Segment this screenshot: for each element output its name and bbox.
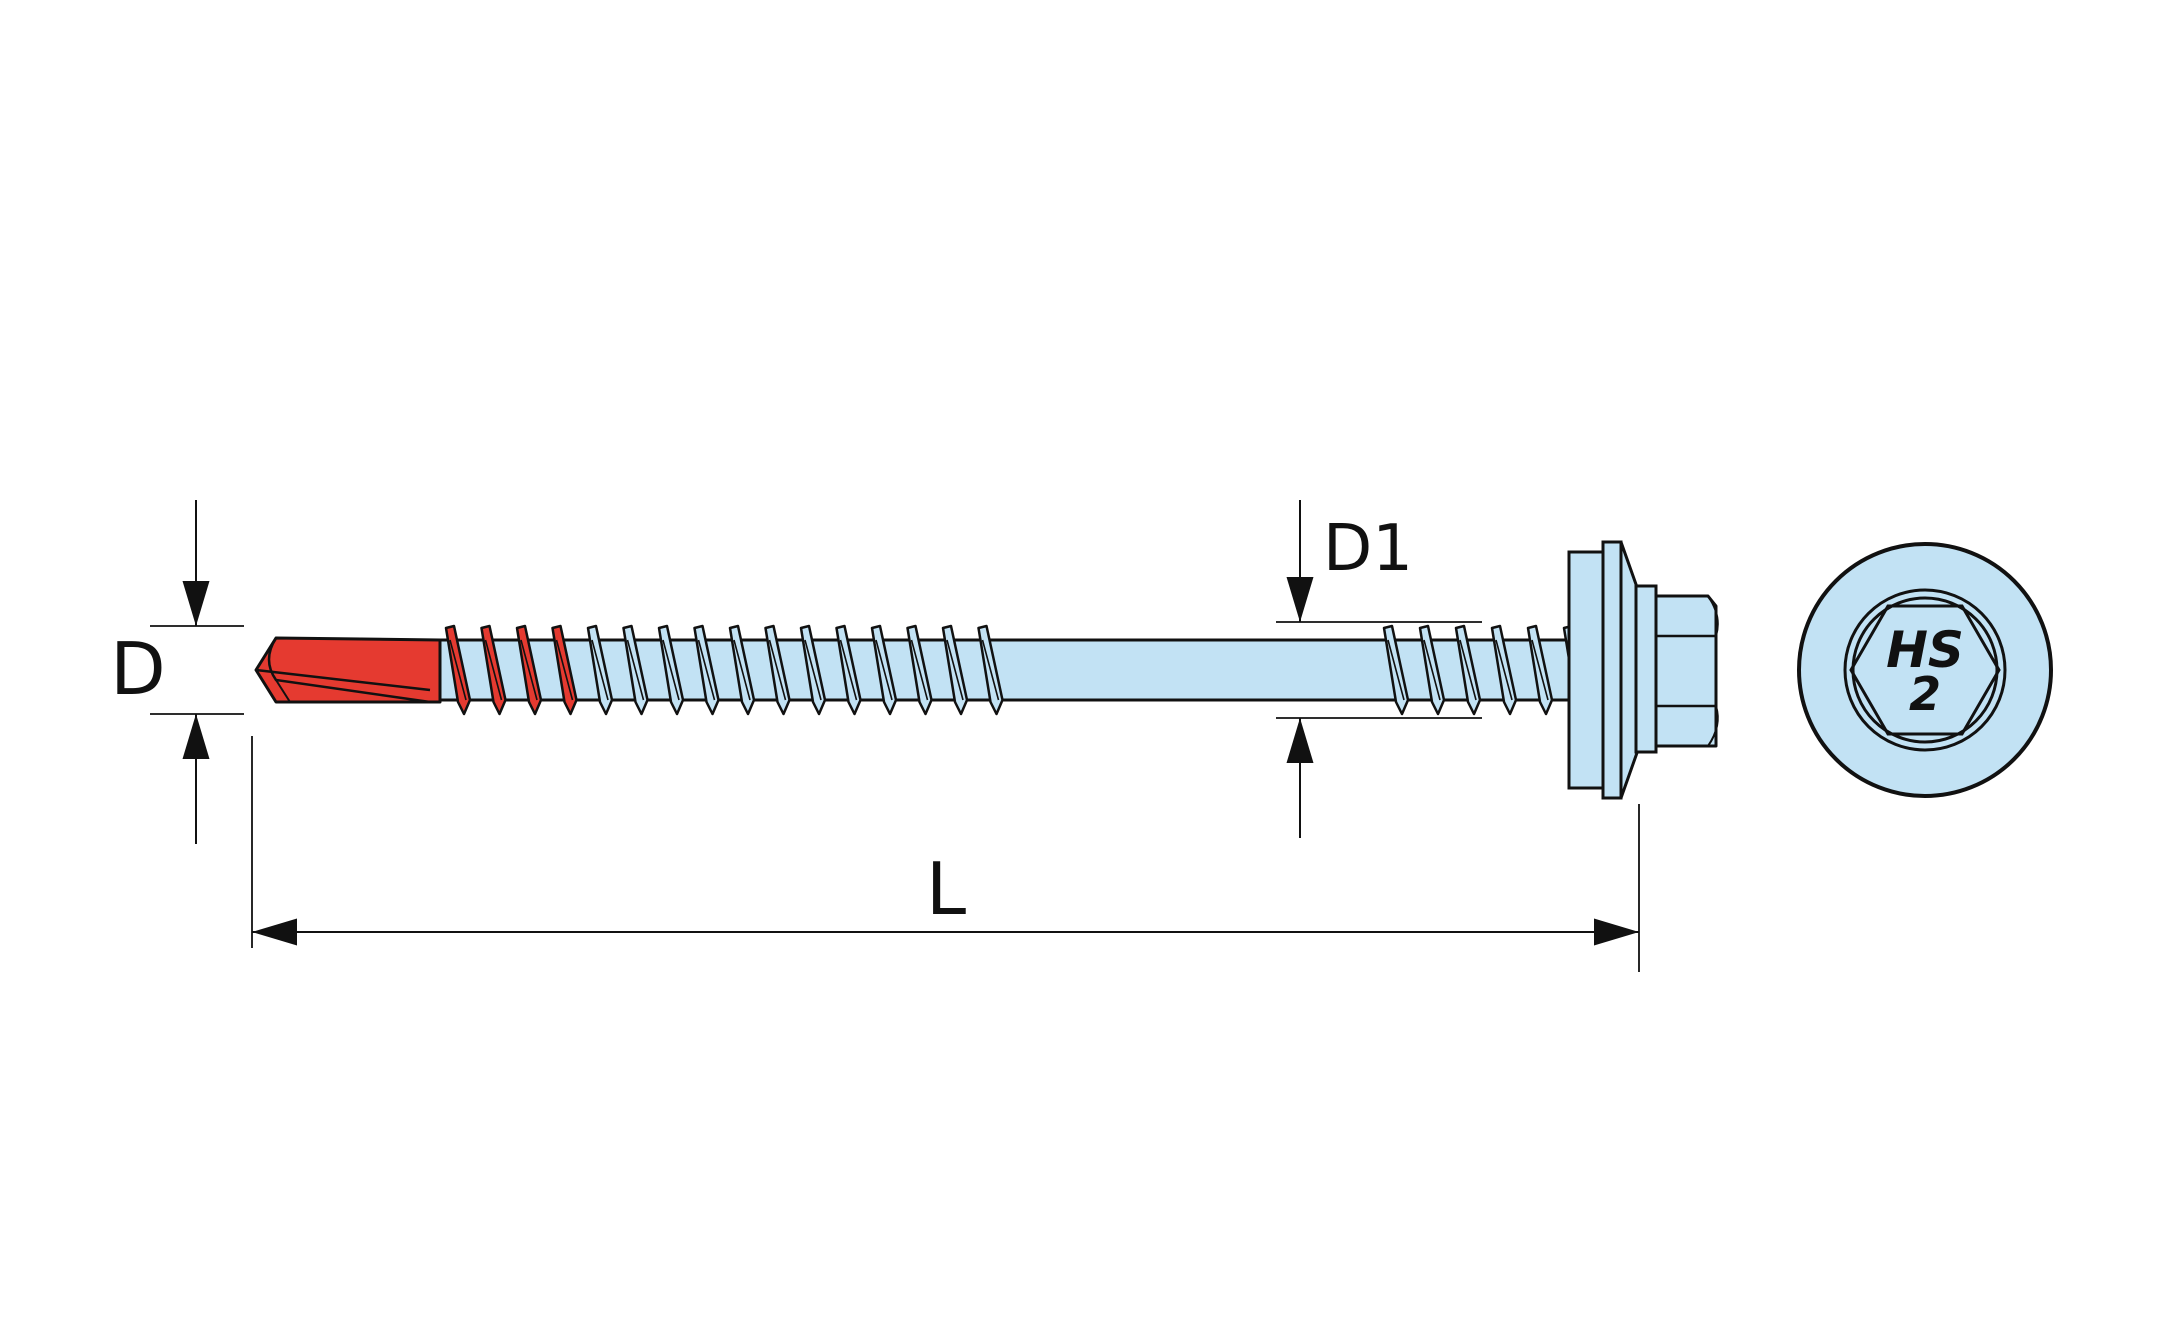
dimension-d1: D1 (1276, 500, 1482, 838)
thread-crest-edge (981, 639, 1000, 701)
thread-crest-edge (697, 639, 716, 701)
drill-tip (254, 636, 442, 704)
thread-crest-edge (875, 639, 893, 701)
dimension-d: D (110, 500, 244, 844)
thread-crest-edge (484, 639, 503, 701)
diameter-label: D (110, 627, 165, 711)
hexagon-icon (1849, 604, 2001, 736)
thread-crest-edge (591, 639, 609, 701)
thread-crest-edge (733, 639, 751, 701)
thread-crest-edge (662, 639, 680, 701)
length-label: L (926, 847, 966, 931)
upper-thread-crest-edge (1459, 639, 1477, 701)
thread-group (444, 624, 1590, 716)
head-marking-hs: HS (1886, 621, 1964, 679)
thread-crest-edge (768, 639, 787, 701)
thread-crest-edge (910, 639, 929, 701)
thread-crest-edge (839, 639, 858, 701)
head-marking-2: 2 (1909, 667, 1941, 721)
upper-thread-crest-edge (1531, 639, 1549, 701)
upper-thread-crest-edge (1423, 639, 1441, 701)
thread-crest-edge (946, 639, 964, 701)
thread-crest-edge (449, 639, 467, 701)
thread-crest-edge (555, 639, 574, 701)
core-diameter-label: D1 (1323, 512, 1413, 586)
thread-crest-edge (626, 639, 645, 701)
head-end-view: HS 2 (1797, 542, 2053, 798)
upper-thread-crest-edge (1387, 639, 1405, 701)
washer-and-head (1567, 540, 1719, 800)
thread-crest-edge (520, 639, 538, 701)
dimension-l: L (251, 736, 1640, 972)
thread-crest-edge (804, 639, 822, 701)
upper-thread-crest-edge (1495, 639, 1513, 701)
